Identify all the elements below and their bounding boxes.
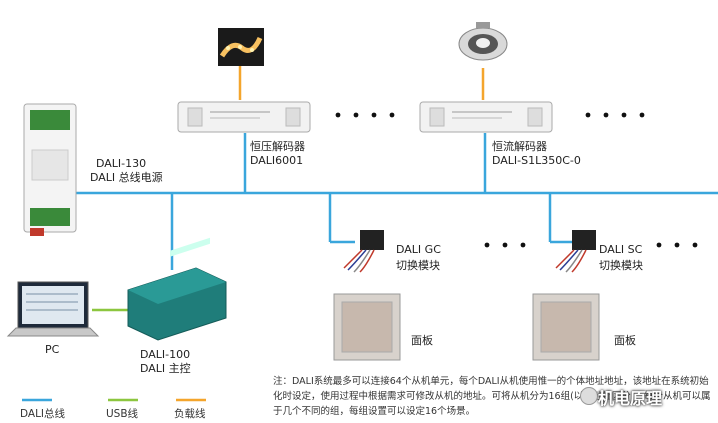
psu-model-label: DALI-130: [96, 157, 147, 170]
wall-panel-1: [333, 293, 401, 361]
psu-name-label: DALI 总线电源: [90, 171, 163, 184]
gc-module-model-label: DALI GC: [396, 243, 441, 256]
legend-label-load: 负载线: [174, 408, 206, 420]
gc-switch-module: [343, 230, 384, 273]
cv-decoder-device: [177, 101, 311, 133]
sc-module-model-label: DALI SC: [599, 243, 643, 256]
cc-decoder-name-label: 恒流解码器: [492, 140, 547, 153]
pc-laptop-image: [6, 281, 100, 337]
master-controller-device: [127, 237, 227, 341]
sc-switch-module: [555, 230, 596, 273]
cc-decoder-model-label: DALI-S1L350C-0: [492, 154, 581, 167]
master-name-label: DALI 主控: [140, 362, 191, 375]
footnote-text: 注：DALI系统最多可以连接64个从机单元，每个DALI从机使用惟一的个体地址地…: [273, 376, 711, 417]
gc-module-name-label: 切换模块: [396, 259, 440, 272]
watermark-icon: [580, 387, 598, 405]
legend-label-dali: DALI总线: [20, 408, 66, 420]
pc-label: PC: [45, 343, 60, 356]
ellipsis-dots-mid-2: [656, 242, 698, 248]
wall-panel-2: [532, 293, 600, 361]
watermark-text: 机电原理: [598, 389, 663, 408]
cc-decoder-device: [419, 101, 553, 133]
ellipsis-dots-top-1: [335, 112, 395, 118]
sc-module-name-label: 切换模块: [599, 259, 643, 272]
panel-1-label: 面板: [411, 334, 433, 347]
cv-decoder-name-label: 恒压解码器: [250, 140, 305, 153]
power-supply-device: [23, 103, 77, 236]
downlight-image: [458, 22, 508, 61]
master-model-label: DALI-100: [140, 348, 191, 361]
cv-decoder-model-label: DALI6001: [250, 154, 304, 167]
ellipsis-dots-mid-1: [484, 242, 526, 248]
led-strip-image: [218, 28, 264, 66]
legend-label-usb: USB线: [106, 408, 139, 420]
panel-2-label: 面板: [614, 334, 636, 347]
ellipsis-dots-top-2: [585, 112, 645, 118]
